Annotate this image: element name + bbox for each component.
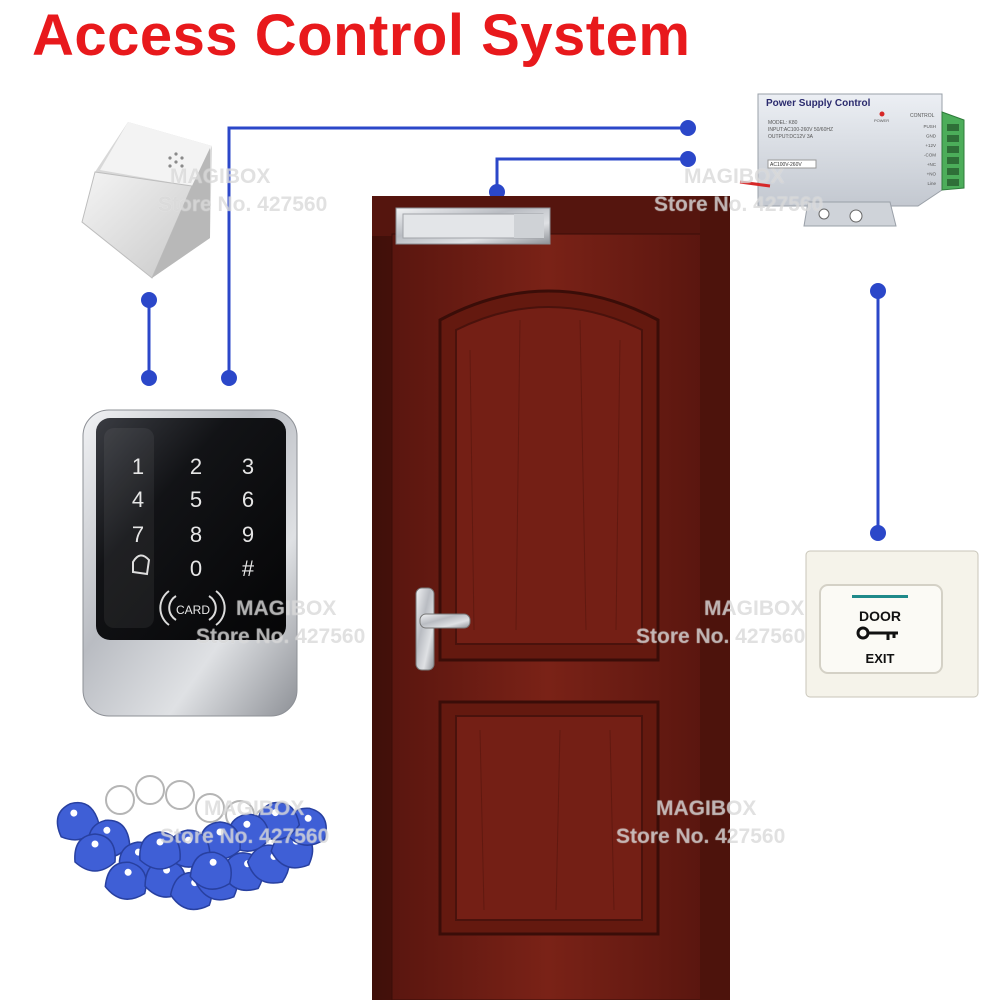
exit-button-door-label: DOOR — [859, 608, 901, 624]
keypad-keys: 1 2 3 4 5 6 7 8 9 0 # — [132, 454, 255, 581]
wire-node — [141, 292, 157, 308]
wire-node — [870, 283, 886, 299]
psu-model: MODEL: K80 — [768, 120, 798, 126]
keyfob — [104, 861, 147, 900]
keypad-key: 1 — [132, 454, 144, 479]
psu-terminal-label: GND — [926, 134, 937, 139]
wire-node — [680, 120, 696, 136]
psu-power-label: POWER — [874, 118, 889, 123]
keypad-key: 9 — [242, 522, 254, 547]
wire-node — [221, 370, 237, 386]
keyfob-hole — [91, 840, 99, 848]
psu-terminal-label: -COM — [924, 153, 936, 158]
keypad-key: 6 — [242, 487, 254, 512]
diagram-title: Access Control System — [32, 3, 691, 68]
wiring — [147, 126, 880, 533]
wire-node — [680, 151, 696, 167]
keyring — [135, 775, 165, 805]
keyfob-hole — [209, 858, 217, 866]
psu-terminal-label: PUSH — [923, 124, 936, 129]
keyfob-hole — [271, 809, 279, 817]
keyfob — [74, 833, 116, 872]
keyfob-icon — [56, 775, 327, 911]
wire-node — [870, 525, 886, 541]
keypad-key: 5 — [190, 487, 202, 512]
wire-lock-to-psu — [495, 157, 688, 192]
keypad-key: 8 — [190, 522, 202, 547]
card-label: CARD — [176, 603, 210, 617]
doorbell-icon — [81, 122, 212, 279]
keyfob-hole — [216, 828, 224, 836]
card-reader-icon — [159, 590, 226, 626]
psu-terminal-label: +NC — [927, 162, 937, 167]
keyfob — [189, 851, 232, 890]
keyfob-hole — [184, 836, 192, 844]
exit-button-exit-label: EXIT — [866, 651, 895, 666]
keyfob-hole — [124, 868, 132, 876]
bell-key-icon — [132, 554, 151, 576]
wire-node — [141, 370, 157, 386]
psu-terminal-label: +NO — [927, 172, 937, 177]
keyfob-hole — [243, 820, 251, 828]
psu-title: Power Supply Control — [766, 98, 871, 109]
psu-control-label: CONTROL — [910, 113, 935, 119]
psu-input: INPUT:AC100-260V 50/60HZ — [768, 127, 833, 133]
wire-nodes — [141, 120, 886, 541]
keypad-key: 2 — [190, 454, 202, 479]
keyfob-hole — [103, 826, 111, 834]
power-supply-icon — [739, 93, 965, 227]
keypad-key: 3 — [242, 454, 254, 479]
psu-terminal-label: +12V — [925, 143, 936, 148]
psu-terminal-label: Line — [927, 181, 936, 186]
keyring — [105, 785, 135, 815]
psu-terminal-labels: PUSH GND +12V -COM +NC +NO Line — [923, 124, 936, 186]
keypad-key: # — [242, 556, 255, 581]
keyfob-hole — [70, 809, 78, 817]
keyring — [195, 793, 225, 823]
keyfob — [139, 831, 181, 870]
exit-button-icon — [805, 550, 979, 698]
psu-voltage: AC100V-260V — [770, 162, 802, 168]
wire-keypad-to-psu — [227, 126, 688, 378]
keypad-key: 7 — [132, 522, 144, 547]
keypad-key: 4 — [132, 487, 144, 512]
keyfob-hole — [156, 838, 164, 846]
keypad-key: 0 — [190, 556, 202, 581]
keyfob-hole — [304, 814, 312, 822]
magnetic-lock-icon — [395, 207, 551, 245]
keypad-icon — [82, 409, 298, 717]
door-icon — [372, 196, 730, 1000]
keyring — [165, 780, 195, 810]
psu-output: OUTPUT:DC12V 3A — [768, 134, 814, 140]
